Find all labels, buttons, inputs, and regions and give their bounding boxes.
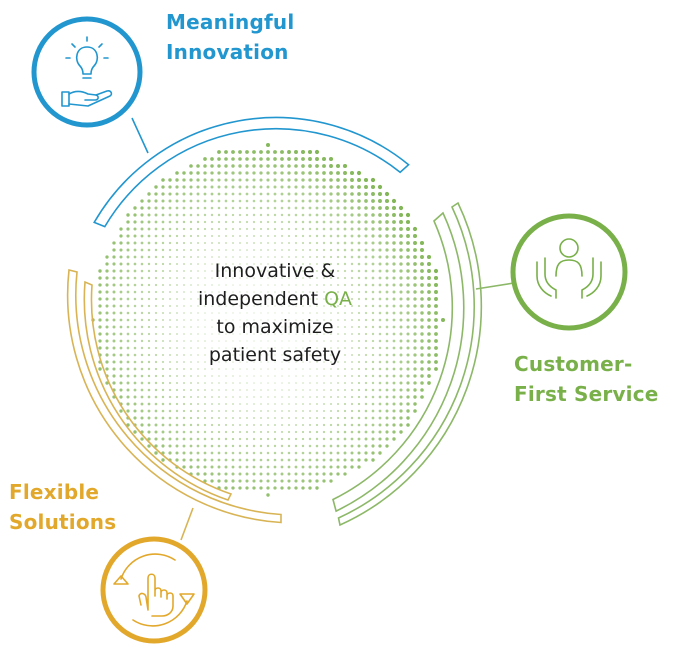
innovation-label-line1: Meaningful	[166, 10, 295, 34]
flexible-connector	[180, 507, 194, 541]
customer-icon-badge	[510, 213, 628, 331]
innovation-arc	[93, 116, 410, 228]
hand-pointer-cycle-icon	[113, 553, 195, 627]
customer-connector	[475, 282, 515, 290]
center-line3: to maximize	[216, 316, 334, 338]
innovation-label: Meaningful Innovation	[166, 7, 294, 67]
flexible-label: Flexible Solutions	[9, 477, 116, 537]
customer-arc	[332, 201, 483, 527]
customer-label-line1: Customer-	[514, 352, 633, 376]
innovation-label-line2: Innovation	[166, 40, 289, 64]
person-in-hands-icon	[536, 238, 602, 299]
innovation-connector	[131, 117, 149, 154]
center-line1: Innovative &	[214, 260, 336, 282]
center-statement: Innovative & independent QA to maximize …	[180, 257, 370, 369]
flexible-arc	[66, 269, 282, 524]
flexible-icon-badge	[100, 536, 208, 644]
customer-label-line2: First Service	[514, 382, 659, 406]
center-line4: patient safety	[208, 344, 342, 366]
center-line2: independent QA	[180, 285, 370, 313]
innovation-icon-badge	[31, 16, 143, 128]
flexible-label-line2: Solutions	[9, 510, 117, 534]
flexible-label-line1: Flexible	[9, 480, 100, 504]
qa-highlight: QA	[324, 288, 353, 310]
center-line2-text: independent	[197, 288, 325, 310]
lightbulb-hand-icon	[61, 36, 113, 107]
dotted-sphere	[91, 143, 445, 497]
customer-label: Customer- First Service	[514, 349, 659, 409]
